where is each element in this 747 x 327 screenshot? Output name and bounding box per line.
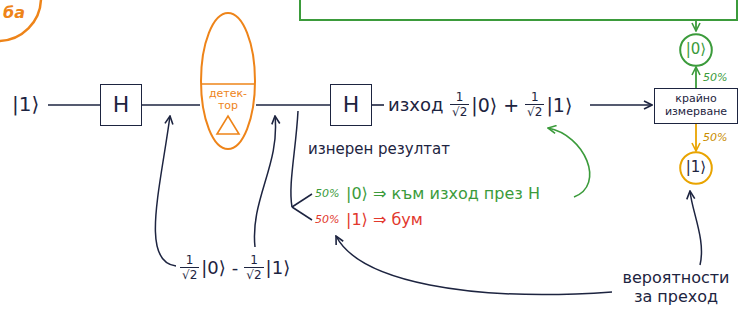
branch-line — [292, 194, 312, 207]
green-down-arrow — [695, 20, 697, 31]
detector-ellipse — [201, 13, 255, 149]
fraction-denominator: √2 — [244, 267, 263, 282]
fraction: 1√2 — [244, 254, 263, 282]
state-curve-arrow — [254, 116, 275, 247]
corner-badge: ба — [0, 0, 43, 43]
outcome-note: |1⟩ ⇒ бум — [346, 210, 423, 229]
detector-label: детек- тор — [200, 88, 256, 112]
outcome-circle: |0⟩ — [679, 33, 713, 67]
fraction-denominator: √2 — [180, 267, 199, 282]
fraction-denominator: √2 — [525, 104, 544, 119]
result-leader — [291, 111, 298, 207]
state-term: - — [232, 257, 239, 279]
state-term: |0⟩ — [471, 94, 497, 117]
fraction-numerator: 1 — [186, 254, 194, 267]
gate-label: H — [113, 92, 130, 117]
measurement-label: крайно измерване — [658, 93, 734, 118]
gate-box: H — [330, 84, 372, 126]
fraction-denominator: √2 — [450, 104, 469, 119]
fraction: 1√2 — [525, 91, 544, 119]
probability-label: 50% — [315, 187, 339, 200]
badge-ring — [0, 0, 41, 41]
state-term: + — [503, 94, 519, 117]
fraction-numerator: 1 — [456, 91, 464, 104]
output-word: изход — [388, 94, 443, 116]
outcome-label: |0⟩ — [686, 41, 706, 58]
outcome-ring — [680, 152, 712, 184]
note-curve-arrow — [690, 191, 701, 265]
probability-note: вероятности за преход — [612, 268, 740, 306]
connector — [256, 104, 330, 106]
state-term: |1⟩ — [546, 94, 572, 117]
output-arrow — [590, 104, 652, 106]
connector — [142, 104, 200, 106]
outcome-label: |1⟩ — [686, 159, 706, 176]
wire — [372, 104, 384, 106]
state-term: |0⟩ — [201, 257, 226, 279]
edge-label: 50% — [702, 71, 728, 84]
fraction: 1√2 — [450, 91, 469, 119]
result-note: изнерен резултат — [308, 140, 450, 158]
state-curve-arrow — [155, 116, 176, 266]
gate-label: H — [343, 92, 360, 117]
badge-text: ба — [3, 4, 25, 22]
note-curve-arrow — [336, 236, 612, 295]
detector-divider — [202, 83, 255, 85]
state-expression: 1√2|0⟩-1√2|1⟩ — [180, 254, 290, 282]
fraction-numerator: 1 — [531, 91, 539, 104]
fraction-numerator: 1 — [250, 254, 258, 267]
state-term: |1⟩ — [266, 257, 291, 279]
wire — [48, 104, 100, 106]
input-state: |1⟩ — [12, 92, 39, 116]
detector-shape: детек- тор — [200, 12, 256, 150]
outcome-circle: |1⟩ — [679, 151, 713, 185]
connector — [695, 124, 697, 151]
measurement-box: крайно измерване — [654, 88, 738, 124]
outcome-note: |0⟩ ⇒ към изход през H — [346, 184, 540, 203]
connector — [695, 67, 697, 88]
detector-shape-outline — [200, 12, 256, 150]
fraction: 1√2 — [180, 254, 199, 282]
green-frame — [300, 0, 737, 20]
outcome-ring — [680, 34, 712, 66]
branch-line — [292, 207, 312, 220]
state-expression: 1√2|0⟩+1√2|1⟩ — [450, 91, 572, 119]
gate-box: H — [100, 84, 142, 126]
green-curve-arrow — [548, 128, 590, 197]
probability-label: 50% — [315, 213, 339, 226]
edge-label: 50% — [702, 131, 728, 144]
detector-stand — [217, 116, 239, 134]
